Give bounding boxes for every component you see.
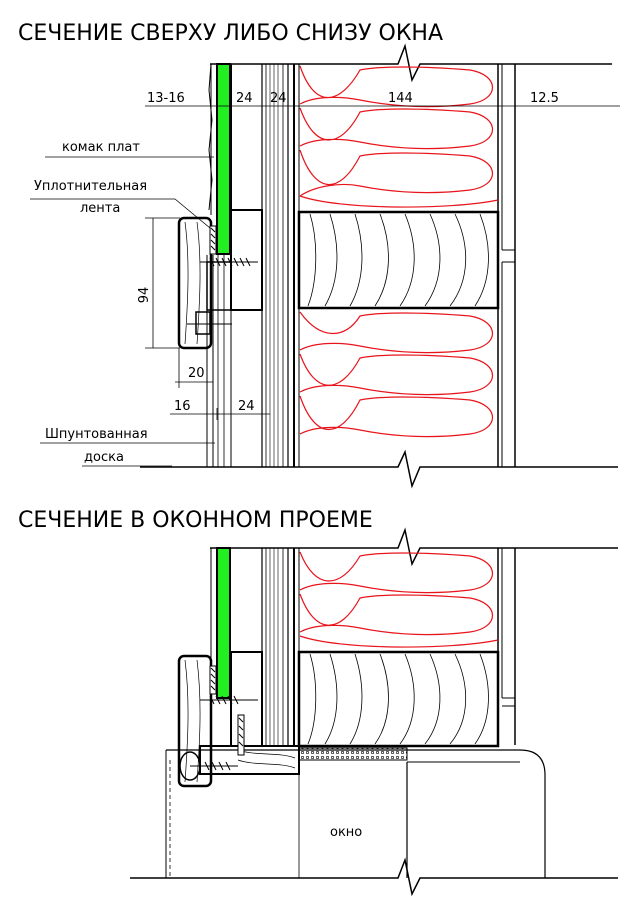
dim-20: 20	[188, 366, 205, 381]
section2-screws	[179, 665, 258, 781]
section1-block	[230, 209, 263, 311]
label-board-line2: доска	[84, 450, 124, 465]
section1-title: СЕЧЕНИЕ СВЕРХУ ЛИБО СНИЗУ ОКНА	[18, 21, 443, 46]
section2-seal-strip	[298, 747, 408, 761]
section2-break-lines	[130, 527, 618, 897]
section1-cover-board	[177, 216, 213, 350]
dim-16: 16	[174, 399, 191, 414]
label-seal-line2: лента	[80, 201, 120, 216]
section1-insulation-top	[299, 65, 499, 208]
dim-13-16: 13-16	[147, 91, 185, 106]
section2-cover-board	[177, 654, 213, 788]
section2-beam-grain	[307, 653, 489, 745]
label-window: окно	[330, 825, 362, 840]
section2-title: СЕЧЕНИЕ В ОКОННОМ ПРОЕМЕ	[18, 508, 373, 533]
label-board-line1: Шпунтованная	[45, 427, 148, 442]
section2-beam	[297, 650, 500, 748]
label-komak: комак плат	[62, 140, 140, 155]
section1-dimension-lines	[30, 100, 620, 467]
section1-beam-grain	[307, 213, 489, 307]
section2-insulation	[299, 551, 499, 648]
section1-screws	[187, 225, 258, 325]
dim-94: 94	[137, 287, 152, 304]
section1-break-lines	[140, 43, 618, 489]
label-seal-line1: Уплотнительная	[34, 179, 147, 194]
dim-24c: 24	[238, 399, 255, 414]
dim-144: 144	[388, 91, 413, 106]
dim-24b: 24	[270, 91, 287, 106]
section2-membrane	[216, 547, 231, 699]
section2-window-frame	[165, 749, 546, 878]
dim-24a: 24	[236, 91, 253, 106]
section1-insulation-bottom	[299, 311, 494, 438]
dim-12-5: 12.5	[530, 91, 559, 106]
section1-membrane	[216, 63, 231, 255]
section1-beam	[297, 210, 500, 310]
